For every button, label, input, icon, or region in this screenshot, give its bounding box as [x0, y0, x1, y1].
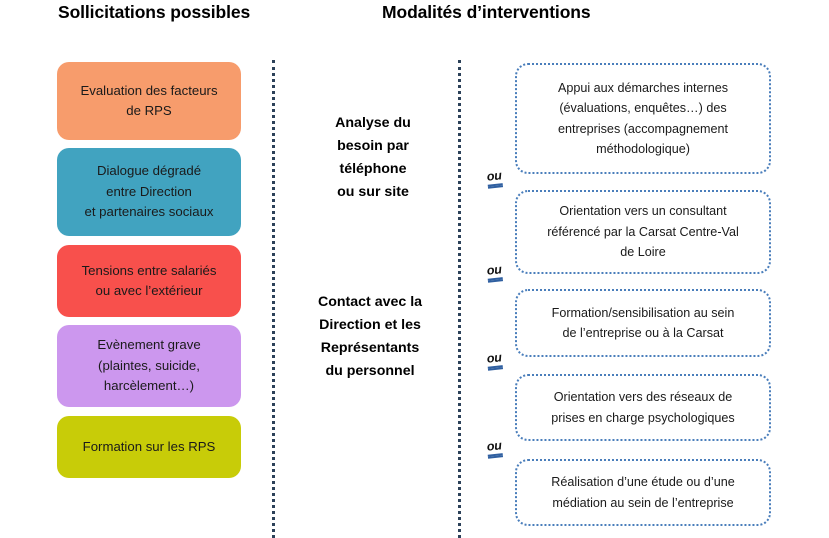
ou-connector: ou [486, 350, 503, 369]
ou-connector-label: ou [486, 350, 503, 369]
ou-connector-label: ou [486, 262, 503, 281]
page-title-modalites: Modalités d’interventions [382, 2, 591, 22]
page-title-sollicitations: Sollicitations possibles [58, 2, 251, 22]
divider-right [458, 60, 461, 538]
modality-box[interactable]: Appui aux démarches internes(évaluations… [515, 63, 771, 174]
solicitation-label: Formation sur les RPS [82, 438, 216, 454]
solicitation-box[interactable]: Formation sur les RPS [57, 416, 241, 478]
solicitation-box[interactable]: Evènement grave(plaintes, suicide,harcèl… [57, 325, 241, 407]
ou-connector: ou [486, 438, 503, 457]
divider-left [272, 60, 275, 538]
solicitation-label: Evènement grave(plaintes, suicide,harcèl… [97, 337, 201, 394]
ou-connector-label: ou [486, 168, 503, 187]
ou-connector: ou [486, 262, 503, 281]
ou-connector-label: ou [486, 438, 503, 457]
ou-connector: ou [486, 168, 503, 187]
modality-label: Appui aux démarches internes(évaluations… [557, 80, 729, 156]
